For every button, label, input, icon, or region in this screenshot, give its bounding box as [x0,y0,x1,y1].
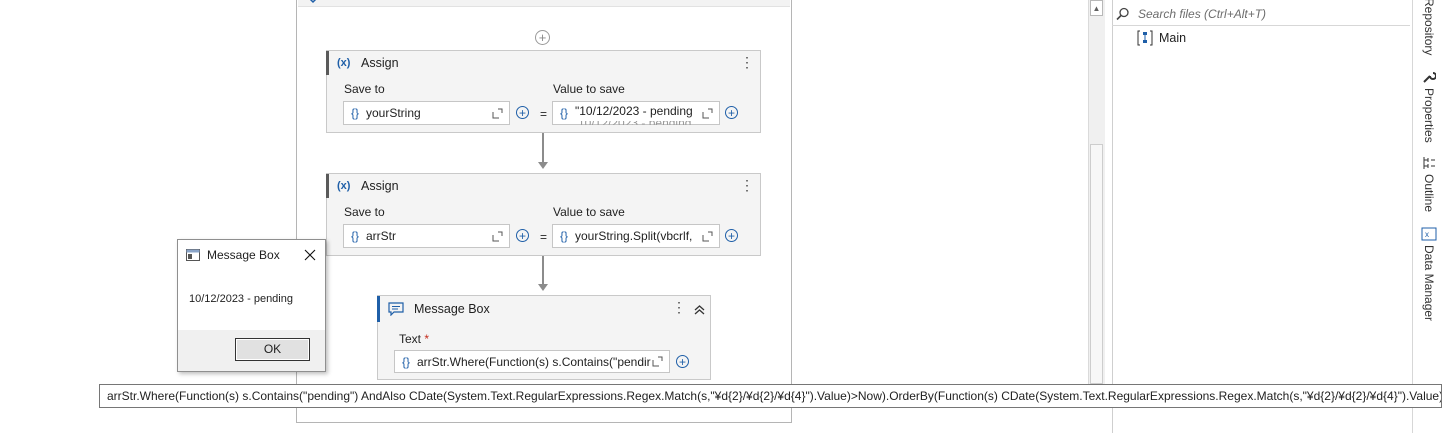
search-placeholder: Search files (Ctrl+Alt+T) [1138,6,1267,21]
dialog-body: 10/12/2023 - pending [178,270,325,330]
expression-icon: {} [350,229,359,243]
assign-header-1: (x) Assign [326,51,760,75]
save-to-field[interactable]: {} yourString [343,101,510,125]
window-icon [186,249,200,261]
tab-outline[interactable]: Outline [1422,174,1436,213]
more-options-icon[interactable]: ⋮ [672,299,686,315]
data-manager-icon: x [1421,227,1437,241]
save-to-field[interactable]: {} arrStr [343,224,510,248]
equals-sign: = [540,230,548,244]
activity-title: Assign [361,179,399,193]
search-files-input[interactable]: Search files (Ctrl+Alt+T) [1112,2,1410,26]
expression-icon: {} [401,354,410,369]
scrollbar-thumb[interactable] [1090,144,1103,384]
svg-text:x: x [1425,230,1429,239]
value-to-save-value: "10/12/2023 - pending [575,104,693,118]
expand-editor-icon[interactable] [492,231,503,242]
value-to-save-label: Value to save [553,82,625,96]
scroll-up-button[interactable]: ▲ [1090,0,1103,16]
tab-data-manager[interactable]: Data Manager [1422,245,1436,322]
dialog-message: 10/12/2023 - pending [189,293,293,305]
dialog-titlebar: Message Box [178,240,325,270]
tab-repository[interactable]: Repository [1422,0,1436,56]
more-options-icon[interactable]: ⋮ [740,54,754,70]
message-box-header: Message Box [377,296,710,322]
connector-line [542,256,544,285]
save-to-value: yourString [366,106,421,120]
expand-editor-icon[interactable] [702,108,713,119]
assign-activity-2[interactable]: (x) Assign ⋮ Save to Value to save {} ar… [326,173,761,256]
save-to-value: arrStr [366,229,396,243]
activity-title: Message Box [414,302,490,316]
value-to-save-field[interactable]: {} "10/12/2023 - pending [552,101,720,125]
text-label: Text * [399,332,430,346]
connector-arrow [538,284,548,291]
activity-title: Assign [361,56,399,70]
add-variable-icon[interactable]: + [725,229,738,242]
dialog-title: Message Box [207,248,280,262]
required-mark: * [424,332,430,346]
project-panel [1112,0,1410,433]
expression-icon: {} [559,229,568,243]
save-to-label: Save to [344,82,385,96]
search-icon [1116,7,1129,20]
value-overflow-line: 10/12/2023 - pending [578,121,698,125]
workflow-file-icon [1137,30,1153,46]
assign-header-2: (x) Assign [326,174,760,198]
message-box-activity[interactable]: Message Box ⋮ Text * {} arrStr.Where(Fun… [377,295,711,380]
expand-editor-icon[interactable] [702,231,713,242]
add-variable-icon[interactable]: + [516,229,529,242]
value-to-save-label: Value to save [553,205,625,219]
expression-tooltip: arrStr.Where(Function(s) s.Contains("pen… [99,384,1442,408]
expression-icon: {} [350,106,359,120]
value-to-save-value: yourString.Split(vbcrlf, [575,229,693,243]
tree-item-label: Main [1159,31,1187,45]
save-to-label: Save to [344,205,385,219]
equals-sign: = [540,107,548,121]
expression-icon: {} [559,106,568,120]
sequence-header [298,0,790,7]
expand-editor-icon[interactable] [652,356,663,367]
more-options-icon[interactable]: ⋮ [740,177,754,193]
text-value: arrStr.Where(Function(s) s.Contains("pen… [417,354,651,369]
connector-arrow [538,162,548,169]
tab-properties[interactable]: Properties [1422,88,1436,143]
tree-item-main[interactable]: Main [1136,29,1186,47]
add-activity-icon[interactable]: + [535,30,550,45]
text-field[interactable]: {} arrStr.Where(Function(s) s.Contains("… [394,350,670,373]
variable-icon: (x) [337,57,351,69]
message-box-dialog: Message Box 10/12/2023 - pending OK [177,239,326,372]
assign-activity-1[interactable]: (x) Assign ⋮ Save to Value to save {} yo… [326,50,761,133]
outline-icon [1423,157,1435,169]
expand-editor-icon[interactable] [492,108,503,119]
ok-button[interactable]: OK [235,338,310,361]
add-variable-icon[interactable]: + [725,106,738,119]
value-to-save-field[interactable]: {} yourString.Split(vbcrlf, [552,224,720,248]
add-variable-icon[interactable]: + [676,355,689,368]
connector-line [542,133,544,163]
sequence-icon [309,0,317,4]
variable-icon: (x) [337,180,351,192]
chevrons-up-icon[interactable] [694,304,705,315]
add-variable-icon[interactable]: + [516,106,529,119]
close-icon[interactable] [304,249,316,261]
message-icon [388,302,404,316]
wrench-icon [1423,72,1436,83]
side-tab-strip: Repository Properties Outline x Data Man… [1412,0,1444,433]
